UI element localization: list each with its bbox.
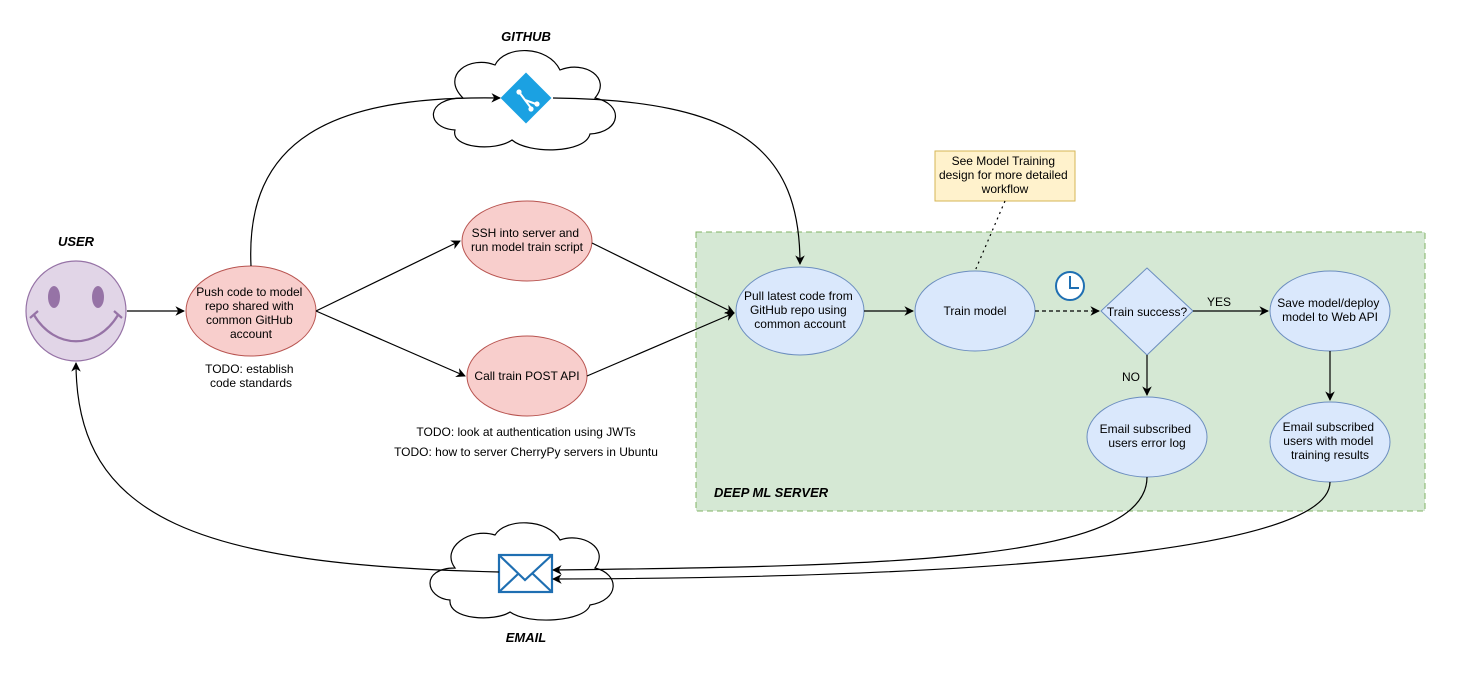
call-api-node: Call train POST API [466, 335, 588, 417]
svg-text:Email subscribed users w: Email subscribed users with model traini… [1283, 420, 1378, 462]
smiley-face-icon [25, 260, 127, 362]
svg-text:Pull latest code from Gi: Pull latest code from GitHub repo using … [744, 289, 856, 331]
svg-text:Email subscribed users e: Email subscribed users error log [1100, 422, 1195, 450]
edge-api-to-pull [586, 311, 735, 377]
edge-note-connector [974, 200, 1006, 272]
edge-email-to-user [71, 362, 500, 573]
no-label: NO [1122, 370, 1140, 384]
todo-jwt: TODO: look at authentication using JWTs [416, 425, 635, 439]
svg-text:Train success?: Train success? [1107, 305, 1188, 319]
svg-text:Save model/deploy model: Save model/deploy model to Web API [1277, 296, 1382, 324]
edge-push-to-ssh [315, 240, 461, 312]
push-code-node: Push code to model repo shared with comm… [185, 265, 317, 357]
github-title: GITHUB [501, 29, 551, 44]
ssh-node: SSH into server and run model train scri… [461, 200, 593, 282]
edge-github-to-pull [552, 97, 805, 265]
yes-label: YES [1207, 295, 1231, 309]
svg-text:SSH into server and run: SSH into server and run model train scri… [471, 226, 584, 254]
edge-results-to-email [552, 481, 1331, 584]
todo-cherrypy: TODO: how to server CherryPy servers in … [394, 445, 658, 459]
svg-text:Push code to model repo: Push code to model repo shared with comm… [196, 285, 305, 341]
svg-text:Train model: Train model [944, 304, 1007, 318]
user-title: USER [58, 234, 95, 249]
train-model-node: Train model [914, 270, 1036, 352]
todo-code-standards: TODO: establish code standards [205, 362, 297, 390]
train-success-decision: Train success? [1100, 267, 1194, 356]
edge-push-to-github [250, 93, 501, 267]
email-title: EMAIL [506, 630, 547, 645]
pull-code-node: Pull latest code from GitHub repo using … [735, 266, 865, 356]
model-training-note: See Model Training design for more detai… [934, 150, 1076, 202]
edge-error-to-email [552, 476, 1148, 575]
edge-push-to-api [315, 310, 466, 377]
save-model-node: Save model/deploy model to Web API [1269, 270, 1391, 352]
git-branch-icon [500, 72, 552, 124]
edge-ssh-to-pull [591, 242, 735, 314]
email-error-node: Email subscribed users error log [1086, 396, 1208, 478]
clock-icon [1055, 271, 1085, 301]
email-results-node: Email subscribed users with model traini… [1269, 401, 1391, 483]
svg-text:Call train POST API: Call train POST API [474, 369, 579, 383]
envelope-icon [497, 553, 554, 594]
svg-text:See Model Training desig: See Model Training design for more detai… [939, 154, 1071, 196]
server-title: DEEP ML SERVER [714, 485, 829, 500]
